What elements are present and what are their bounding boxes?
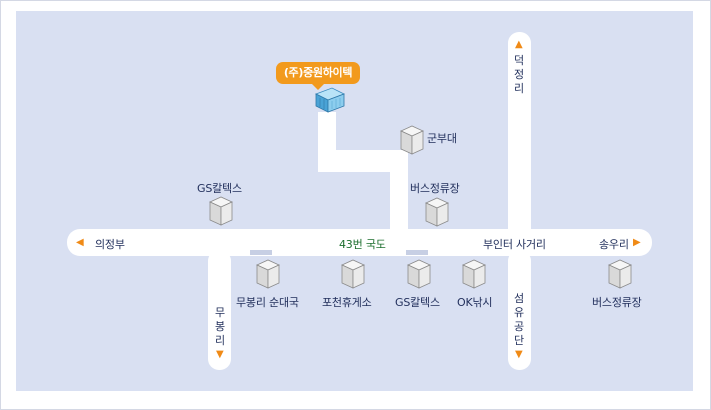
direction-south-left: 무봉리 (214, 306, 226, 347)
callout-pointer (312, 84, 324, 90)
building-icon (400, 125, 424, 155)
arrow-up-icon: ▲ (515, 39, 523, 50)
road-south-right (508, 250, 531, 370)
building-icon (341, 259, 365, 289)
office-building-icon (315, 87, 345, 113)
landmark-mubongri-store: 무봉리 순대국 (236, 296, 299, 309)
landmark-bus-terminal-east: 버스정류장 (592, 296, 642, 309)
road-main (67, 229, 652, 256)
road-shade (250, 250, 272, 255)
direction-west: 의정부 (95, 238, 125, 251)
intersection-label: 부인터 사거리 (483, 238, 546, 251)
building-icon (425, 197, 449, 227)
company-name-callout: (주)중원하이텍 (276, 62, 360, 84)
arrow-left-icon: ◀ (76, 237, 84, 248)
road-north (508, 32, 531, 256)
landmark-gs-top: GS칼텍스 (197, 182, 242, 195)
landmark-pocheon-rest: 포천휴게소 (322, 296, 372, 309)
road-company-vertical-2 (390, 150, 408, 235)
direction-east: 송우리 (599, 238, 629, 251)
main-road-label: 43번 국도 (339, 238, 386, 251)
building-icon (462, 259, 486, 289)
building-icon (209, 196, 233, 226)
landmark-bus-terminal-north: 버스정류장 (410, 182, 460, 195)
landmark-gs-bottom: GS칼텍스 (395, 296, 440, 309)
building-icon (608, 259, 632, 289)
road-company-horizontal (318, 150, 408, 172)
road-shade (406, 250, 428, 255)
arrow-down-icon: ▼ (515, 349, 523, 360)
road-south-left (208, 250, 231, 370)
direction-south-right: 섬유공단 (513, 292, 525, 347)
arrow-down-icon: ▼ (216, 349, 224, 360)
landmark-military: 군부대 (427, 132, 457, 145)
landmark-ok-fishing: OK낚시 (457, 296, 493, 309)
direction-north: 덕정리 (513, 54, 525, 95)
arrow-right-icon: ▶ (633, 237, 641, 248)
building-icon (256, 259, 280, 289)
building-icon (407, 259, 431, 289)
